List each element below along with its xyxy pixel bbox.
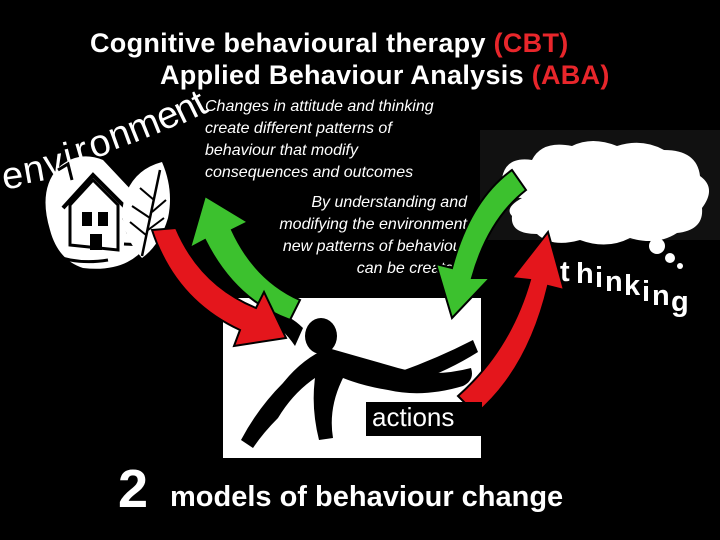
- actions-label-box: [366, 402, 482, 436]
- actions-label: actions: [372, 402, 455, 432]
- green-arrow-left: [188, 194, 302, 322]
- description-cbt: Changes in attitude and thinking create …: [205, 96, 495, 184]
- description-aba-line: By understanding and: [311, 194, 467, 211]
- title-aba-accent: (ABA): [531, 60, 610, 90]
- title-cbt-accent: (CBT): [493, 28, 569, 58]
- thinking-letter: h: [576, 258, 594, 290]
- description-cbt-line: consequences and outcomes: [205, 164, 414, 181]
- description-cbt-line: create different patterns of: [205, 120, 392, 137]
- description-aba-line: modifying the environment: [279, 216, 467, 233]
- title-line-2: Applied Behaviour Analysis (ABA): [160, 60, 610, 91]
- thinking-letter: i: [595, 262, 604, 294]
- thinking-letter: i: [642, 276, 651, 308]
- thinking-label: t h i n k i n g: [560, 258, 720, 318]
- thinking-letter: n: [605, 266, 623, 298]
- footer-number: 2: [118, 459, 149, 519]
- green-arrow-right: [434, 168, 528, 320]
- thinking-letter: g: [671, 286, 689, 318]
- red-arrow-right: [456, 229, 566, 416]
- red-arrow-left: [150, 226, 288, 348]
- footer-text: models of behaviour change: [170, 481, 564, 513]
- description-cbt-line: Changes in attitude and thinking: [205, 98, 434, 115]
- description-cbt-line: behaviour that modify: [205, 142, 358, 159]
- description-aba-line: new patterns of behaviour: [282, 238, 467, 255]
- thinking-letter: n: [652, 280, 670, 312]
- house-icon: [45, 156, 152, 269]
- title-cbt-text: Cognitive behavioural therapy: [90, 28, 494, 58]
- title-line-1: Cognitive behavioural therapy (CBT): [90, 28, 569, 59]
- thinking-letter: k: [624, 270, 641, 302]
- thought-cloud-icon: [501, 141, 710, 269]
- thinking-letter: t: [560, 256, 570, 288]
- title-aba-text: Applied Behaviour Analysis: [160, 60, 532, 90]
